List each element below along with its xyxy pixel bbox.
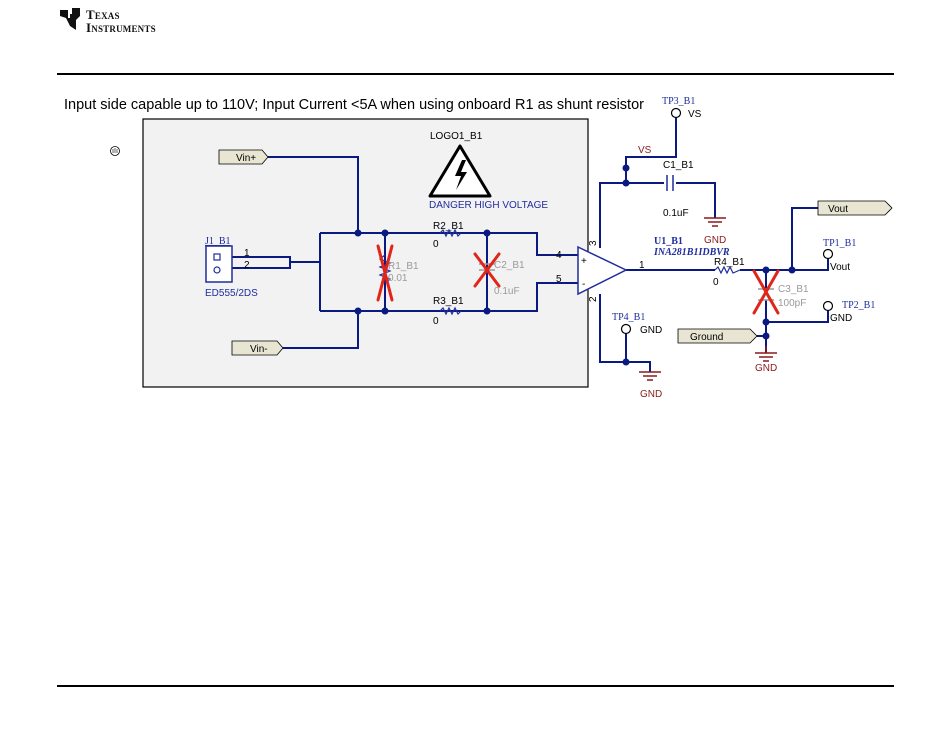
tp4-ref: TP4_B1: [612, 312, 645, 323]
port-vin-plus-label: Vin+: [236, 153, 256, 164]
amp-pin5: 5: [556, 274, 562, 285]
schematic-caption: Input side capable up to 110V; Input Cur…: [64, 97, 644, 113]
brand-line1: Texas: [86, 7, 120, 22]
capacitor-c1: C1_B1 0.1uF: [663, 160, 694, 219]
ti-logo-icon: [60, 8, 80, 30]
testpoint-tp4: TP4_B1 GND: [612, 312, 662, 336]
c3-value: 100pF: [778, 298, 806, 309]
capacitor-c2: C2_B1 0.1uF: [473, 252, 525, 297]
resistor-r1: R1_B1 0.01: [376, 244, 419, 302]
r2-value: 0: [433, 239, 439, 250]
gnd-amp-label: GND: [640, 389, 662, 400]
amp-pin-plus: +: [581, 256, 587, 267]
testpoint-tp1: TP1_B1 Vout: [822, 238, 856, 273]
tp1-ref: TP1_B1: [823, 238, 856, 249]
logo-ref: LOGO1_B1: [430, 131, 483, 142]
testpoint-tp2: TP2_B1 GND: [822, 300, 875, 324]
port-vout: Vout: [817, 200, 893, 216]
r4-ref: R4_B1: [714, 257, 745, 268]
r3-ref: R3_B1: [433, 296, 464, 307]
c1-ref: C1_B1: [663, 160, 694, 171]
amp-pin-minus: -: [582, 279, 585, 290]
r4-value: 0: [713, 277, 719, 288]
net-vs-label: VS: [638, 145, 652, 156]
testpoint-tp3: TP3_B1 VS: [662, 96, 702, 120]
j1-pin2: 2: [244, 260, 250, 271]
ground-output: GND: [755, 346, 777, 374]
tp4-net: GND: [640, 325, 662, 336]
ti-logo: Texas Instruments: [58, 6, 188, 38]
hand-cursor-icon: [110, 146, 120, 156]
amp-part: INA281B1IDBVR: [653, 247, 730, 258]
amp-pin2: 2: [588, 296, 599, 302]
c3-ref: C3_B1: [778, 284, 809, 295]
resistor-r4: R4_B1 0: [713, 257, 745, 288]
footer-rule: [57, 685, 894, 687]
r1-value: 0.01: [388, 273, 408, 284]
dnp-cross-c2-icon: [473, 252, 501, 288]
header-rule: [57, 73, 894, 75]
logo-text: DANGER HIGH VOLTAGE: [429, 200, 548, 211]
amplifier-u1: + - 4 5 3 2 1 U1_B1 INA281B1IDBVR: [556, 236, 730, 302]
tp3-net: VS: [688, 109, 702, 120]
resistor-r2: R2_B1 0: [433, 221, 464, 250]
j1-pin1: 1: [244, 248, 250, 259]
high-voltage-warning: LOGO1_B1 DANGER HIGH VOLTAGE: [428, 131, 548, 211]
dnp-cross-c3-icon: [752, 269, 780, 315]
ground-amp: GND: [639, 371, 662, 400]
c2-ref: C2_B1: [494, 260, 525, 271]
tp2-ref: TP2_B1: [842, 300, 875, 311]
r1-ref: R1_B1: [388, 261, 419, 272]
port-ground-label: Ground: [690, 332, 723, 343]
c2-value: 0.1uF: [494, 286, 520, 297]
r2-ref: R2_B1: [433, 221, 464, 232]
amp-ref: U1_B1: [654, 236, 683, 247]
j1-part: ED555/2DS: [205, 288, 258, 299]
j1-ref: J1_B1: [205, 236, 231, 247]
port-ground: Ground: [677, 328, 758, 344]
connector-j1: J1_B1 1 2 ED555/2DS: [205, 236, 258, 299]
amp-pin4: 4: [556, 250, 562, 261]
port-vin-minus: Vin-: [231, 340, 284, 356]
junctions: [354, 164, 796, 366]
port-vin-minus-label: Vin-: [250, 344, 268, 355]
c1-value: 0.1uF: [663, 208, 689, 219]
brand-name: Texas Instruments: [86, 7, 156, 35]
resistor-r3: R3_B1 0: [433, 296, 464, 327]
capacitor-c3: C3_B1 100pF: [752, 269, 809, 315]
port-vout-label: Vout: [828, 204, 848, 215]
port-vin-plus: Vin+: [218, 149, 269, 165]
gnd-c1-label: GND: [704, 235, 726, 246]
gnd-output-label: GND: [755, 363, 777, 374]
amp-pin1: 1: [639, 260, 645, 271]
brand-line2: Instruments: [86, 20, 156, 35]
lightning-bolt-icon: [455, 160, 467, 190]
ground-c1: GND: [704, 217, 726, 246]
r3-value: 0: [433, 316, 439, 327]
dnp-cross-r1-icon: [376, 244, 394, 302]
amp-pin3: 3: [588, 240, 599, 246]
tp3-ref: TP3_B1: [662, 96, 695, 107]
tp2-net: GND: [830, 313, 852, 324]
net-vs: VS: [638, 145, 652, 156]
tp1-net: Vout: [830, 262, 850, 273]
